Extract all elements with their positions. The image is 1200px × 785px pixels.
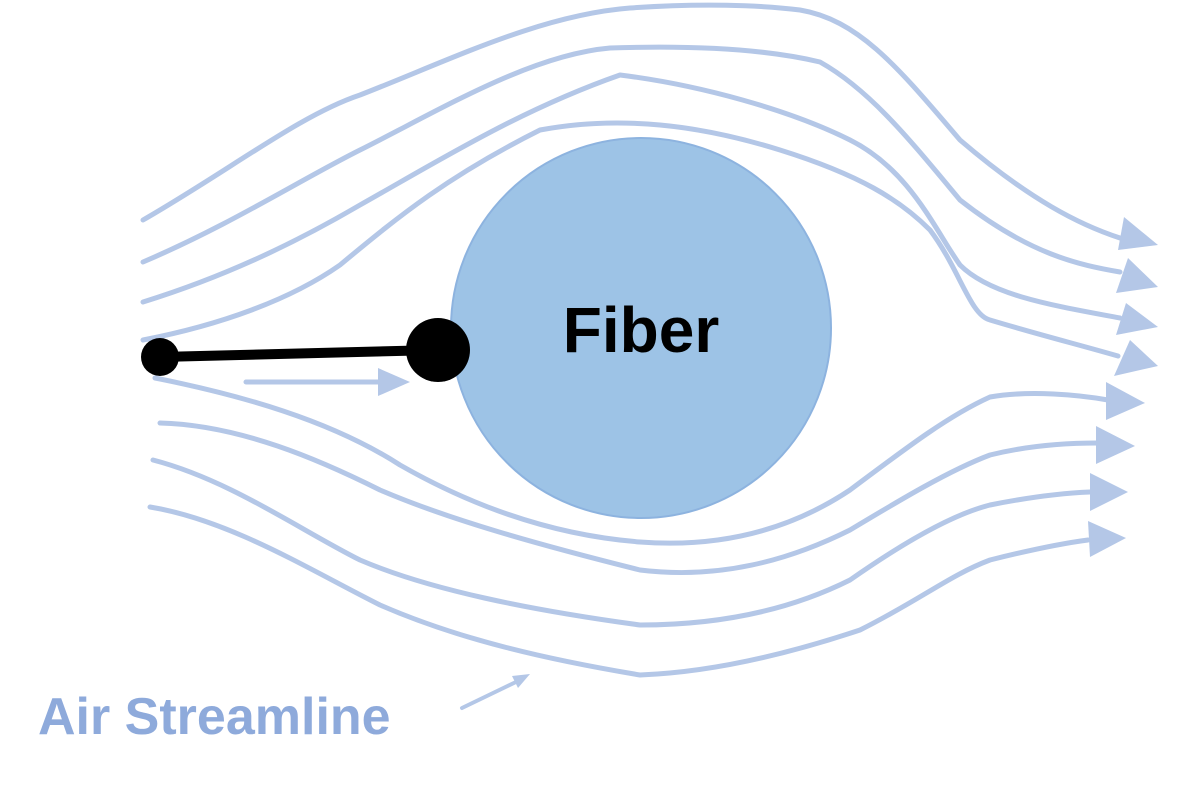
streamline-8 xyxy=(147,504,1091,678)
particle-trajectory xyxy=(141,318,470,382)
arrowhead-6 xyxy=(1096,426,1135,464)
streamline-3 xyxy=(140,72,1123,321)
particle-start-dot xyxy=(141,338,179,376)
streamline-1 xyxy=(140,2,1123,241)
arrowhead-1 xyxy=(1118,217,1158,250)
arrowhead-2 xyxy=(1116,258,1158,293)
streamline-arrowheads xyxy=(1088,217,1158,557)
streamline-7 xyxy=(150,457,1093,628)
fiber-label: Fiber xyxy=(563,294,719,366)
particle-captured-dot xyxy=(406,318,470,382)
air-pointer-shaft xyxy=(460,679,520,710)
streamline-5 xyxy=(152,375,1111,546)
streamline-6 xyxy=(157,420,1101,576)
arrowhead-7 xyxy=(1090,473,1128,511)
flow-arrow-head-icon xyxy=(378,368,410,396)
streamline-4 xyxy=(140,120,1121,359)
air-pointer-head-icon xyxy=(512,674,530,688)
particle-path-line xyxy=(155,345,443,362)
air-label-pointer xyxy=(460,674,530,710)
upper-streamlines xyxy=(140,2,1123,359)
arrowhead-4 xyxy=(1114,340,1158,376)
arrowhead-8 xyxy=(1088,521,1126,557)
flow-direction-arrow xyxy=(243,368,410,396)
arrowhead-5 xyxy=(1106,382,1145,420)
arrowhead-3 xyxy=(1116,303,1158,335)
lower-streamlines xyxy=(147,375,1111,678)
streamline-2 xyxy=(140,44,1123,275)
air-streamline-label: Air Streamline xyxy=(38,688,391,746)
